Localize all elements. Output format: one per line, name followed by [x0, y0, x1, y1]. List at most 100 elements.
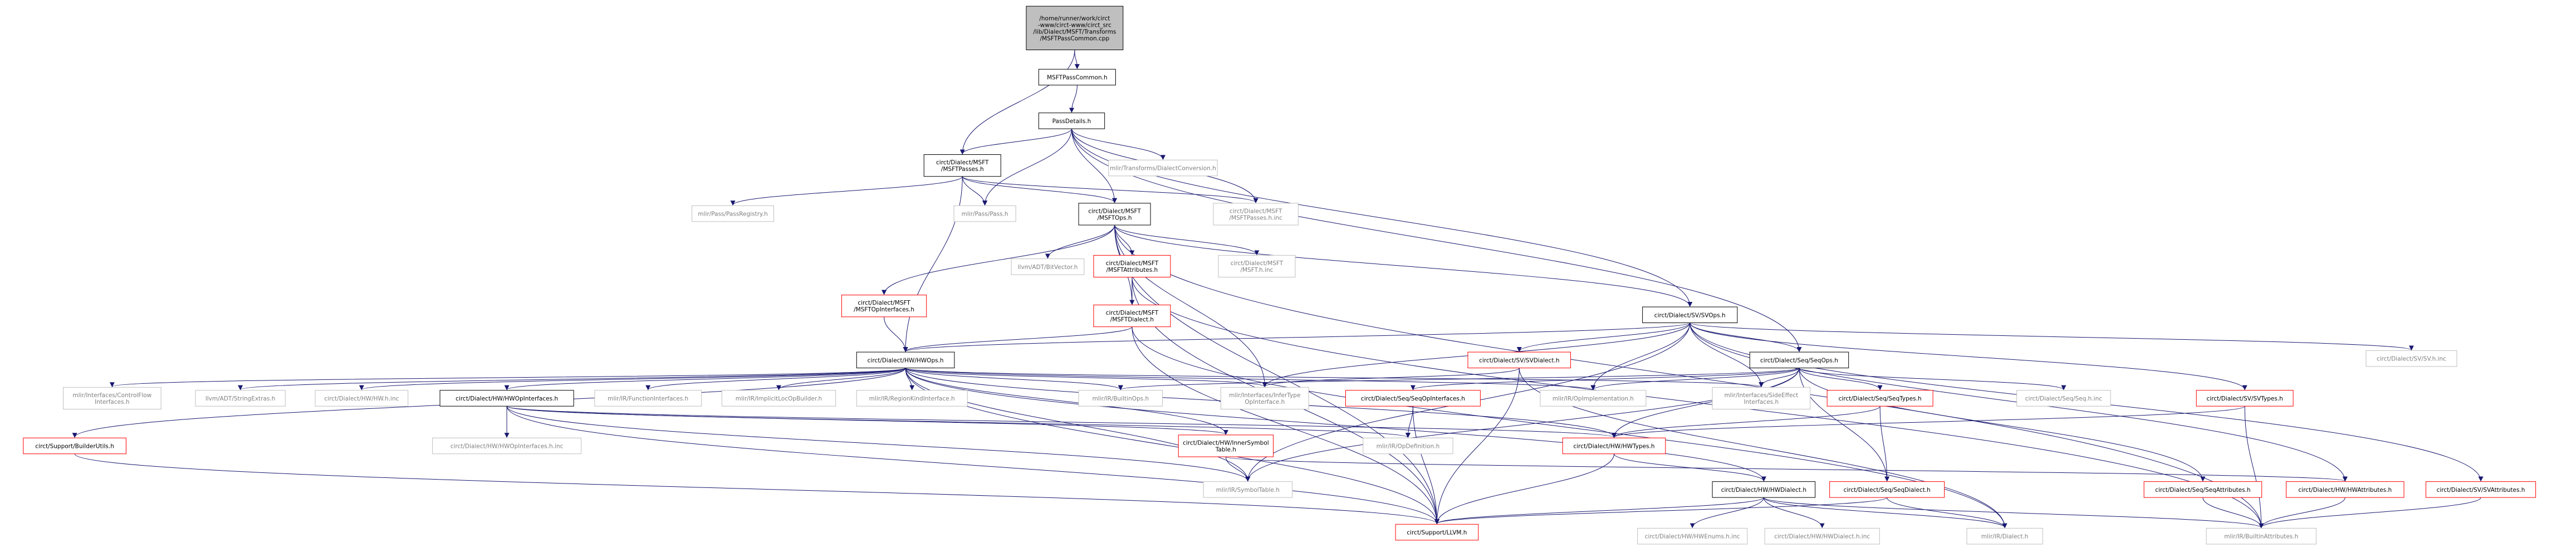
edge-hwtypes-to-hwdialect	[1614, 453, 1766, 482]
node-box	[841, 295, 927, 317]
node-hwenums: circt/Dialect/HW/HWEnums.h.inc	[1637, 527, 1748, 545]
node-seqattrs[interactable]: circt/Dialect/Seq/SeqAttributes.h	[2143, 481, 2262, 498]
edge-innersym-to-symtable	[1225, 457, 1251, 482]
node-msftpasses[interactable]: circt/Dialect/MSFT/MSFTPasses.h	[923, 154, 1001, 177]
node-label: mlir/IR/BuiltinAttributes.h	[2224, 534, 2298, 540]
edge-msftpasses-to-pass	[962, 176, 988, 206]
node-label: circt/Dialect/HW/HWDialect.h	[1721, 487, 1806, 494]
node-hwops[interactable]: circt/Dialect/HW/HWOps.h	[856, 351, 955, 369]
node-svops[interactable]: circt/Dialect/SV/SVOps.h	[1642, 306, 1738, 324]
edge-msftops-to-llvm	[1114, 225, 1439, 525]
edge-seqtypes-to-hwtypes	[1612, 406, 1880, 438]
edge-passdetails-to-pass	[982, 129, 1072, 206]
edge-hwdialect-to-builtinattrs	[1763, 497, 2264, 529]
node-label: mlir/Interfaces/ControlFlow	[72, 392, 151, 399]
edge-common-to-passdetails	[1069, 85, 1078, 113]
node-hwattrs[interactable]: circt/Dialect/HW/HWAttributes.h	[2286, 481, 2404, 498]
node-builtinops: mlir/IR/BuiltinOps.h	[1078, 390, 1163, 407]
node-label: circt/Dialect/MSFT	[858, 300, 910, 306]
node-label: mlir/Interfaces/InferType	[1229, 392, 1300, 399]
node-label: /lib/Dialect/MSFT/Transforms	[1033, 28, 1116, 35]
node-box	[23, 437, 126, 455]
node-box	[953, 205, 1016, 222]
edge-hwopif-to-llvm	[506, 406, 1439, 525]
edge-svops-to-seqops	[1689, 323, 1802, 352]
node-hwopif[interactable]: circt/Dialect/HW/HWOpInterfaces.h	[439, 390, 574, 407]
node-llvm[interactable]: circt/Support/LLVM.h	[1395, 524, 1479, 541]
node-label: mlir/Interfaces/SideEffect	[1724, 392, 1798, 399]
node-msftattrs[interactable]: circt/Dialect/MSFT/MSFTAttributes.h	[1093, 255, 1171, 278]
node-box	[1078, 390, 1163, 407]
node-label: circt/Dialect/HW/HWTypes.h	[1573, 443, 1654, 450]
node-root[interactable]: /home/runner/work/circt-www/circt-www/ci…	[1026, 6, 1124, 51]
edge-hwops-to-hwdialect	[905, 368, 1766, 482]
node-svattrs[interactable]: circt/Dialect/SV/SVAttributes.h	[2425, 481, 2536, 498]
edge-passdetails-to-msftpasses	[959, 128, 1072, 155]
node-seqdialect[interactable]: circt/Dialect/Seq/SeqDialect.h	[1829, 481, 1945, 498]
node-common[interactable]: MSFTPassCommon.h	[1038, 69, 1116, 86]
node-msftops[interactable]: circt/Dialect/MSFT/MSFTOps.h	[1078, 203, 1151, 226]
edge-hwops-to-implicitloc	[776, 368, 906, 390]
node-box	[1203, 481, 1293, 498]
node-box	[1712, 387, 1811, 410]
node-hwtypes[interactable]: circt/Dialect/HW/HWTypes.h	[1562, 437, 1666, 455]
node-label: circt/Dialect/HW/HW.h.inc	[324, 395, 399, 402]
edge-svdialect-to-llvm	[1434, 368, 1520, 525]
node-hwdialect[interactable]: circt/Dialect/HW/HWDialect.h	[1712, 481, 1816, 498]
edge-msftpasses-to-passregistry	[730, 176, 963, 206]
node-label: /MSFTPasses.h	[941, 166, 984, 173]
edge-hwattrs-to-builtinattrs	[2259, 497, 2345, 529]
node-label: mlir/IR/FunctionInterfaces.h	[608, 395, 688, 402]
node-builderutils[interactable]: circt/Support/BuilderUtils.h	[23, 437, 126, 455]
node-hwhinc: circt/Dialect/HW/HW.h.inc	[315, 390, 409, 407]
node-label: circt/Dialect/HW/HWOpInterfaces.h	[456, 395, 558, 402]
node-hwdialectinc: circt/Dialect/HW/HWDialect.h.inc	[1764, 527, 1880, 545]
node-box	[2366, 350, 2457, 367]
edge-svops-to-svhinc	[1689, 323, 2414, 351]
edge-innersym-to-hwattrs	[1225, 456, 2347, 482]
node-svtypes[interactable]: circt/Dialect/SV/SVTypes.h	[2196, 390, 2294, 407]
node-implicitloc: mlir/IR/ImplicitLocOpBuilder.h	[721, 390, 836, 407]
node-msfthinc: circt/Dialect/MSFT/MSFT.h.inc	[1218, 255, 1296, 278]
node-box	[1108, 159, 1218, 177]
node-label: OpInterface.h	[1245, 399, 1285, 406]
node-label: circt/Dialect/SV/SVDialect.h	[1479, 357, 1559, 364]
node-box	[1363, 437, 1453, 455]
node-seqopif[interactable]: circt/Dialect/Seq/SeqOpInterfaces.h	[1345, 390, 1481, 407]
edge-hwopif-to-hwtypes	[506, 406, 1617, 438]
node-svdialect[interactable]: circt/Dialect/SV/SVDialect.h	[1467, 351, 1571, 369]
node-passdetails[interactable]: PassDetails.h	[1038, 113, 1105, 129]
node-label: Interfaces.h	[1744, 399, 1779, 406]
edge-seqops-to-opimpl	[1590, 368, 1800, 390]
node-box	[1220, 387, 1309, 410]
node-label: circt/Dialect/Seq/SeqOpInterfaces.h	[1361, 395, 1465, 402]
edge-root-to-common	[1074, 50, 1080, 70]
node-label: circt/Dialect/HW/HWEnums.h.inc	[1645, 534, 1740, 540]
edge-hwops-to-opimpl	[905, 368, 1595, 390]
edge-msftops-to-infertype	[1114, 225, 1267, 388]
node-box	[2016, 390, 2111, 407]
node-seqops[interactable]: circt/Dialect/Seq/SeqOps.h	[1749, 351, 1849, 369]
node-bitvector: llvm/ADT/BitVector.h	[1011, 258, 1085, 275]
edge-svattrs-to-builtinattrs	[2259, 497, 2481, 529]
node-stringextras: llvm/ADT/StringExtras.h	[195, 390, 286, 407]
node-msftopif[interactable]: circt/Dialect/MSFT/MSFTOpInterfaces.h	[841, 295, 927, 317]
node-hwopifinc: circt/Dialect/HW/HWOpInterfaces.h.inc	[432, 437, 582, 455]
node-label: circt/Support/LLVM.h	[1407, 529, 1467, 536]
node-label: circt/Support/BuilderUtils.h	[35, 443, 114, 450]
edge-seqopif-to-opdef	[1405, 406, 1413, 438]
node-label: llvm/ADT/StringExtras.h	[205, 395, 276, 402]
node-label: MSFTPassCommon.h	[1047, 75, 1108, 81]
edge-seqops-to-seqdialect	[1799, 368, 1890, 482]
node-box	[1078, 203, 1151, 226]
node-label: PassDetails.h	[1052, 118, 1091, 125]
node-seqtypes[interactable]: circt/Dialect/Seq/SeqTypes.h	[1826, 390, 1933, 407]
node-box	[1540, 390, 1647, 407]
node-label: /MSFTPassCommon.cpp	[1040, 35, 1110, 42]
node-box	[2425, 481, 2536, 498]
node-msftdialect[interactable]: circt/Dialect/MSFT/MSFTDialect.h	[1093, 304, 1171, 328]
